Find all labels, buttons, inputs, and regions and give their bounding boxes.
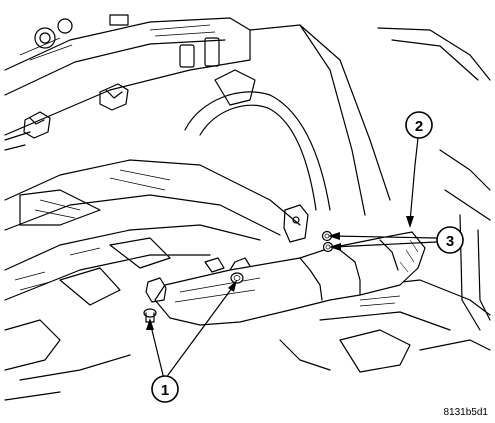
callout-2-label: 2 [415,118,423,135]
trim-panel [145,204,426,326]
nut [321,230,334,253]
callout-3: 3 [436,226,464,254]
vehicle-body [4,14,491,401]
callout-2: 2 [405,111,433,139]
figure-code: 8131b5d1 [444,407,489,418]
callout-3-label: 3 [446,233,454,250]
fastener [143,272,244,323]
callout-1-label: 1 [161,382,169,399]
callout-1: 1 [151,375,179,403]
leader-lines [146,137,437,376]
